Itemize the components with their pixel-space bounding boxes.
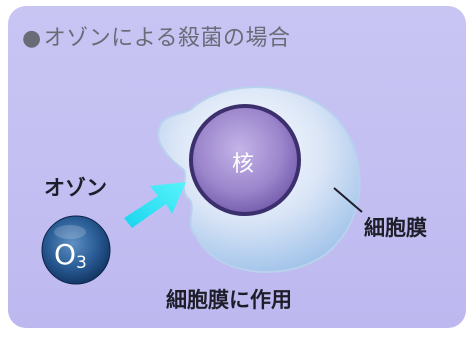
ozone-subscript: 3: [76, 253, 87, 273]
action-caption: 細胞膜に作用: [166, 288, 292, 312]
ozone-symbol: O: [54, 238, 77, 271]
bullet-icon: ●: [22, 26, 42, 51]
nucleus: [189, 104, 301, 216]
ozone-molecule: [41, 215, 111, 285]
nucleus-label: 核: [232, 152, 255, 177]
diagram-title: ●オゾンによる殺菌の場合: [22, 20, 291, 52]
membrane-label: 細胞膜: [364, 216, 427, 240]
ozone-label: オゾン: [44, 176, 107, 200]
ozone-formula: O3: [54, 238, 87, 273]
ozone-arrow-icon: [124, 182, 186, 228]
diagram-title-text: オゾンによる殺菌の場合: [43, 26, 291, 51]
membrane-pointer-line: [333, 187, 363, 213]
